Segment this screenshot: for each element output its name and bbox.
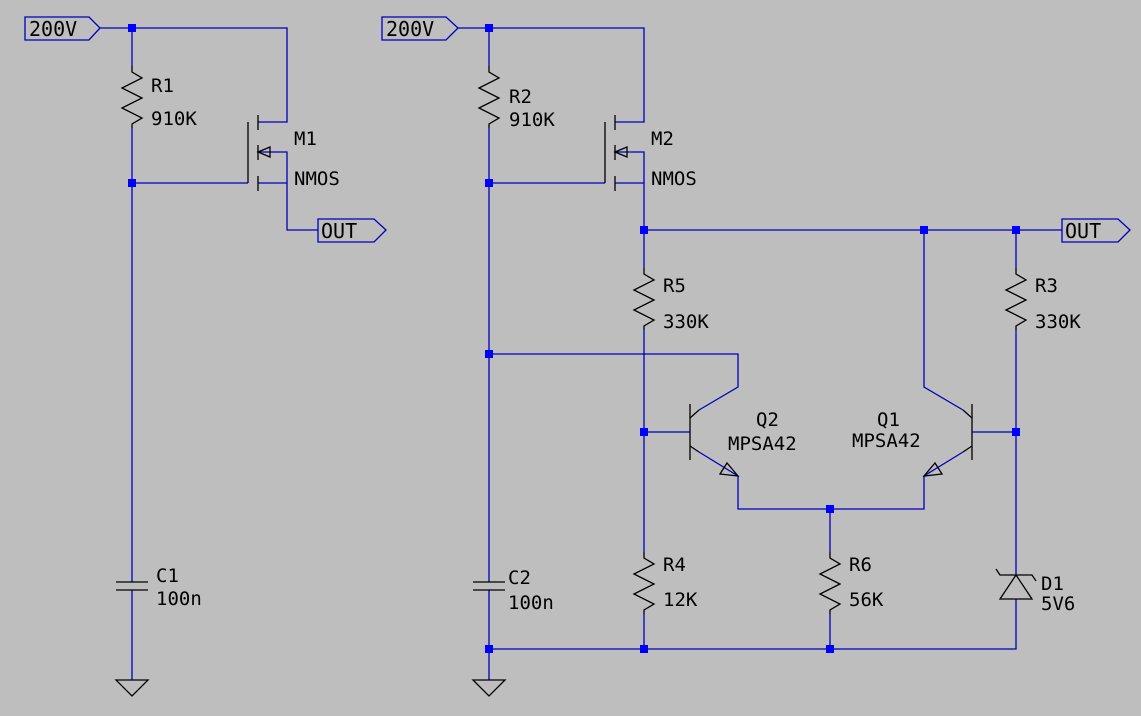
m2-ref: M2 (651, 128, 674, 150)
wire-d1-ground (489, 599, 1017, 650)
r6-value: 56K (849, 589, 884, 611)
supply-label-right: 200V (386, 17, 434, 41)
q1-ref: Q1 (877, 409, 900, 431)
c2-symbol (473, 581, 505, 591)
r4-symbol (632, 552, 656, 614)
q2-symbol (689, 404, 740, 477)
m1-symbol (247, 115, 271, 191)
wire-left-source-out (258, 182, 318, 231)
m1-value: NMOS (294, 168, 340, 190)
q2-ref: Q2 (756, 409, 779, 431)
junction (128, 24, 136, 32)
junction (826, 505, 834, 513)
junction (640, 226, 648, 234)
supply-flag-right (381, 16, 459, 41)
q1-symbol (922, 404, 973, 477)
junction (485, 179, 493, 187)
r3-ref: R3 (1035, 275, 1058, 297)
out-flag-right (1061, 218, 1131, 243)
component-symbols (114, 66, 1037, 697)
junction (485, 24, 493, 32)
wire-gate-q2-collector (489, 353, 739, 411)
wires (100, 27, 1062, 680)
wire-right-body (615, 151, 645, 183)
junction (1012, 428, 1020, 436)
r5-ref: R5 (663, 275, 686, 297)
junction (128, 179, 136, 187)
junction (485, 350, 493, 358)
right-ground-symbol (471, 679, 507, 697)
junction (640, 645, 648, 653)
m2-symbol (604, 115, 628, 191)
d1-symbol (995, 568, 1037, 600)
junction (485, 645, 493, 653)
r5-symbol (632, 268, 656, 330)
c2-value: 100n (508, 592, 554, 614)
junction (826, 645, 834, 653)
r1-value: 910K (151, 108, 197, 130)
junction (640, 428, 648, 436)
out-label-left: OUT (321, 219, 357, 243)
c1-ref: C1 (156, 565, 179, 587)
wire-out-q1-collector (923, 230, 964, 411)
r6-symbol (818, 552, 842, 614)
r3-symbol (1004, 268, 1028, 330)
r3-value: 330K (1035, 311, 1081, 333)
c1-value: 100n (156, 588, 202, 610)
c2-ref: C2 (508, 567, 531, 589)
junctions (128, 24, 1020, 653)
m2-value: NMOS (651, 168, 697, 190)
wire-right-source (615, 182, 645, 230)
junction (1012, 226, 1020, 234)
r2-ref: R2 (509, 86, 532, 108)
left-ground-symbol (114, 679, 150, 697)
wire-left-supply-drain (100, 27, 288, 123)
r6-ref: R6 (849, 554, 872, 576)
r5-value: 330K (663, 311, 709, 333)
supply-label-left: 200V (29, 17, 77, 41)
r4-ref: R4 (663, 554, 686, 576)
junction (920, 226, 928, 234)
r2-value: 910K (509, 109, 555, 131)
supply-flag-left (24, 16, 101, 41)
component-labels: R1 910K R2 910K M1 NMOS M2 NMOS R5 330K … (151, 75, 1081, 615)
d1-value: 5V6 (1041, 593, 1075, 615)
out-flag-left (317, 218, 387, 243)
d1-ref: D1 (1041, 573, 1064, 595)
wire-right-supply-drain (458, 27, 645, 123)
r1-symbol (120, 66, 144, 128)
r4-value: 12K (663, 589, 698, 611)
r1-ref: R1 (151, 75, 174, 97)
q2-value: MPSA42 (728, 433, 797, 455)
r2-symbol (477, 66, 501, 128)
out-label-right: OUT (1065, 219, 1101, 243)
q1-value: MPSA42 (852, 430, 921, 452)
wire-left-body (258, 151, 288, 183)
c1-symbol (116, 581, 148, 591)
m1-ref: M1 (294, 128, 317, 150)
net-flags: 200V 200V OUT OUT (24, 16, 1131, 243)
